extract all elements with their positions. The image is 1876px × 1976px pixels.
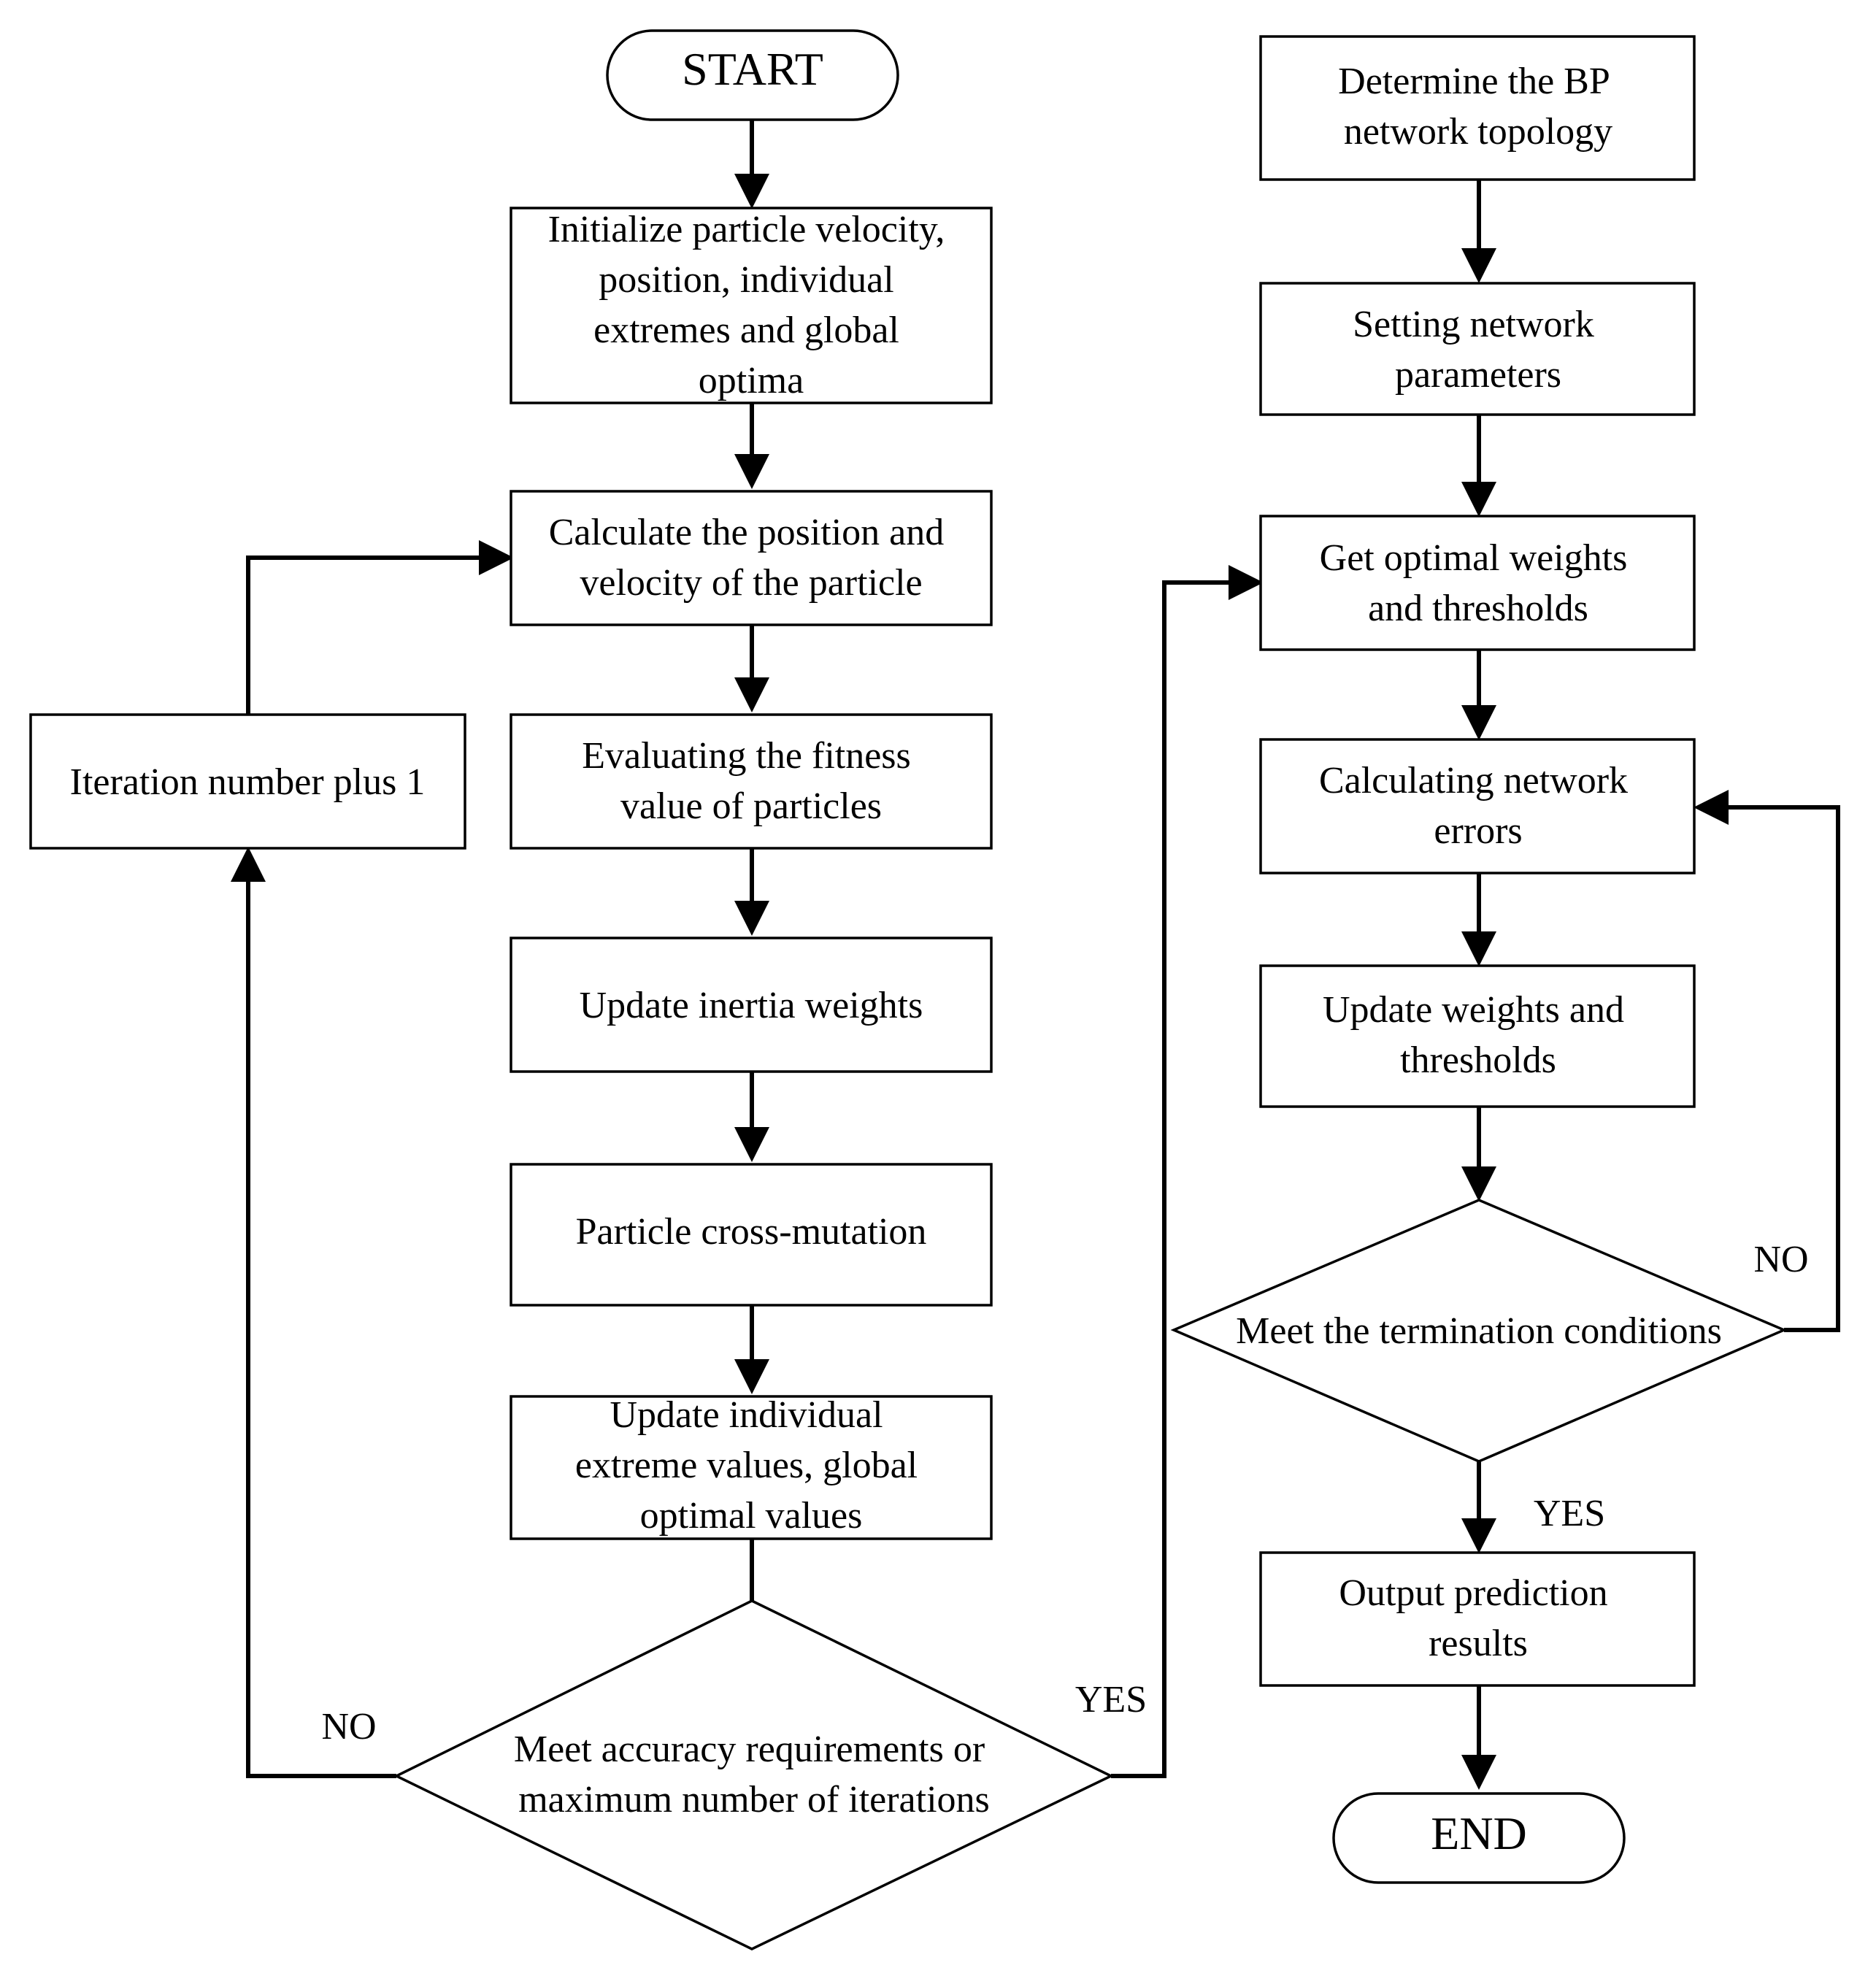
update-ext-label-line: extreme values, global: [575, 1445, 918, 1486]
params-label: Setting network parameters: [1353, 304, 1604, 396]
calc-label-line: Calculate the position and: [549, 512, 945, 553]
update-ext-label: Update individual extreme values, global…: [575, 1394, 927, 1537]
iter-label-line: Iteration number plus 1: [70, 761, 426, 803]
output-box: [1259, 1551, 1696, 1687]
start-label-line: START: [682, 43, 823, 95]
iter-label: Iteration number plus 1: [70, 761, 426, 803]
calc-box: [510, 490, 993, 626]
fitness-label: Evaluating the fitness value of particle…: [582, 735, 920, 827]
cross-label-line: Particle cross-mutation: [576, 1211, 927, 1253]
update-wt-box: [1259, 964, 1696, 1108]
inertia-label-line: Update inertia weights: [580, 985, 923, 1026]
accuracy-label-line: maximum number of iterations: [518, 1779, 990, 1821]
accuracy-label: Meet accuracy requirements or maximum nu…: [514, 1729, 994, 1821]
accuracy-no-label: NO: [321, 1706, 376, 1748]
edge-accuracy-yes-optimal: [1111, 565, 1264, 1778]
connectors: [231, 120, 1840, 1790]
calc-label: Calculate the position and velocity of t…: [549, 512, 954, 604]
edge-labels: NO YES NO YES: [321, 1239, 1808, 1748]
term-yes-label: YES: [1534, 1493, 1605, 1534]
update-wt-label: Update weights and thresholds: [1323, 989, 1634, 1081]
update-ext-label-line: optimal values: [640, 1495, 863, 1537]
init-label-line: optima: [699, 360, 804, 401]
inertia-box: [510, 937, 993, 1073]
term-label: Meet the termination conditions: [1236, 1310, 1722, 1352]
params-label-line: Setting network: [1353, 304, 1594, 345]
iter-box: [29, 713, 466, 850]
output-label: Output prediction results: [1339, 1572, 1617, 1664]
cross-box: [510, 1163, 993, 1307]
topology-label-line: network topology: [1344, 111, 1612, 153]
init-label-line: position, individual: [599, 259, 893, 301]
end-terminal: [1332, 1792, 1626, 1884]
accuracy-decision: [393, 1599, 1115, 1950]
start-label: START: [682, 43, 823, 95]
edge-iter-calc: [246, 540, 514, 715]
optimal-label-line: Get optimal weights: [1320, 537, 1628, 579]
init-label-line: extremes and global: [593, 310, 899, 351]
topology-label: Determine the BP network topology: [1338, 61, 1618, 153]
errors-box: [1259, 738, 1696, 874]
cross-label: Particle cross-mutation: [576, 1211, 927, 1253]
edge-accuracy-no-iter: [231, 847, 396, 1778]
update-ext-box: [510, 1395, 993, 1540]
accuracy-label-line: Meet accuracy requirements or: [514, 1729, 985, 1770]
update-wt-label-line: thresholds: [1400, 1039, 1556, 1081]
nodes: [29, 29, 1788, 1950]
params-label-line: parameters: [1395, 354, 1561, 396]
output-label-line: results: [1429, 1623, 1528, 1664]
calc-label-line: velocity of the particle: [580, 562, 922, 604]
term-label-line: Meet the termination conditions: [1236, 1310, 1722, 1352]
params-box: [1259, 282, 1696, 416]
termination-decision: [1170, 1199, 1788, 1463]
init-label: Initialize particle velocity, position, …: [548, 209, 955, 401]
fitness-label-line: value of particles: [620, 785, 882, 827]
topology-label-line: Determine the BP: [1338, 61, 1609, 102]
output-label-line: Output prediction: [1339, 1572, 1607, 1614]
errors-label: Calculating network errors: [1319, 760, 1637, 852]
init-label-line: Initialize particle velocity,: [548, 209, 945, 250]
errors-label-line: errors: [1434, 810, 1522, 852]
fitness-box: [510, 713, 993, 850]
optimal-box: [1259, 515, 1696, 651]
init-box: [510, 207, 993, 404]
fitness-label-line: Evaluating the fitness: [582, 735, 911, 777]
optimal-label-line: and thresholds: [1368, 588, 1588, 629]
errors-label-line: Calculating network: [1319, 760, 1628, 801]
optimal-label: Get optimal weights and thresholds: [1320, 537, 1637, 629]
edge-term-no-errors: [1694, 790, 1840, 1332]
inertia-label: Update inertia weights: [580, 985, 923, 1026]
topology-box: [1259, 35, 1696, 181]
end-label-line: END: [1431, 1807, 1527, 1859]
update-ext-label-line: Update individual: [610, 1394, 883, 1436]
node-labels: START Initialize particle velocity, posi…: [70, 43, 1722, 1859]
end-label: END: [1431, 1807, 1527, 1859]
start-terminal: [606, 29, 899, 121]
update-wt-label-line: Update weights and: [1323, 989, 1624, 1031]
term-no-label: NO: [1753, 1239, 1808, 1280]
accuracy-yes-label: YES: [1075, 1679, 1147, 1721]
